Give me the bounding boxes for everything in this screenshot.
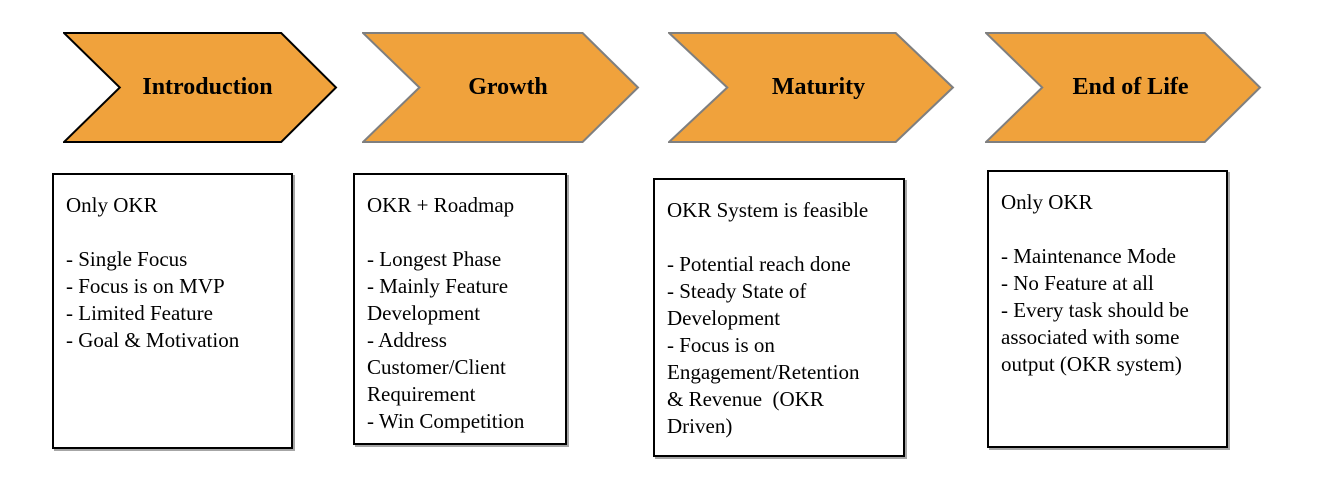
box-title: OKR System is feasible	[667, 198, 869, 222]
box-line: Requirement	[367, 382, 476, 406]
detail-box-end-of-life: Only OKR - Maintenance Mode - No Feature …	[987, 170, 1228, 448]
box-line: - Mainly Feature	[367, 274, 509, 298]
box-line: - Every task should be	[1001, 298, 1189, 322]
box-line: - Potential reach done	[667, 252, 851, 276]
chevron-shape	[63, 32, 338, 143]
box-body: - Potential reach done - Steady State of D…	[667, 251, 891, 440]
phase-label: Growth	[468, 74, 548, 100]
box-line: Customer/Client	[367, 355, 506, 379]
box-line: - Longest Phase	[367, 247, 502, 271]
phase-label: Introduction	[142, 74, 273, 100]
phase-label: End of Life	[1072, 74, 1189, 100]
chevron-shape	[668, 32, 955, 143]
box-line: - Goal & Motivation	[66, 328, 240, 352]
detail-box-maturity: OKR System is feasible - Potential reach…	[653, 178, 905, 457]
box-line: - Single Focus	[66, 247, 188, 271]
box-line: - Steady State of	[667, 279, 807, 303]
box-line: & Revenue (OKR	[667, 387, 824, 411]
chevron-introduction: Introduction	[63, 32, 338, 143]
box-title: OKR + Roadmap	[367, 193, 515, 217]
detail-box-growth: OKR + Roadmap - Longest Phase - Mainly Fe…	[353, 173, 567, 445]
box-body: - Single Focus - Focus is on MVP - Limited…	[66, 246, 279, 354]
phase-label: Maturity	[771, 74, 866, 100]
detail-box-introduction: Only OKR - Single Focus - Focus is on MVP…	[52, 173, 293, 449]
box-line: - Maintenance Mode	[1001, 244, 1176, 268]
box-line: - Limited Feature	[66, 301, 213, 325]
box-title: Only OKR	[1001, 190, 1093, 214]
box-line: - No Feature at all	[1001, 271, 1154, 295]
chevron-end-of-life: End of Life	[985, 32, 1262, 143]
box-line: - Win Competition	[367, 409, 525, 433]
box-line: Development	[667, 306, 781, 330]
box-line: - Focus is on MVP	[66, 274, 225, 298]
chevron-growth: Growth	[362, 32, 640, 143]
box-line: - Address	[367, 328, 447, 352]
box-line: associated with some	[1001, 325, 1180, 349]
box-title: Only OKR	[66, 193, 158, 217]
box-line: Development	[367, 301, 481, 325]
box-line: output (OKR system)	[1001, 352, 1182, 376]
box-line: Engagement/Retention	[667, 360, 860, 384]
chevron-maturity: Maturity	[668, 32, 955, 143]
box-line: Driven)	[667, 414, 733, 438]
box-line: - Focus is on	[667, 333, 775, 357]
chevron-shape	[985, 32, 1262, 143]
chevron-shape	[362, 32, 640, 143]
box-body: - Maintenance Mode - No Feature at all - E…	[1001, 243, 1214, 378]
